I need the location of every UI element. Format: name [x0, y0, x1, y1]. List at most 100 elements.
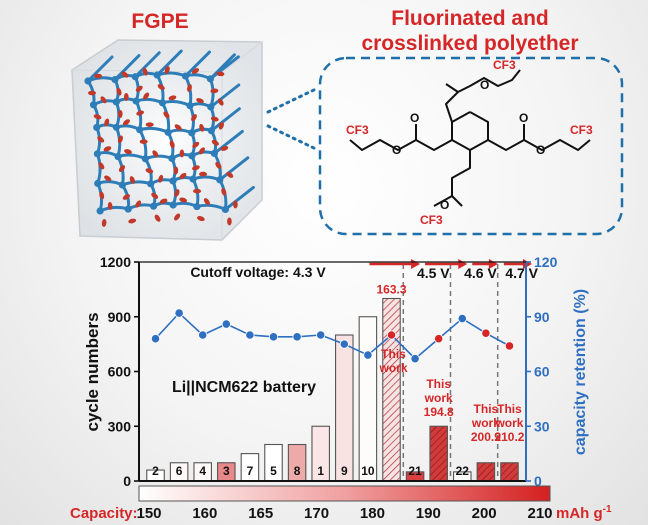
fluorine-dot: [99, 191, 105, 200]
fluorine-dot: [135, 200, 142, 208]
y-axis-right-label: capacity retention (%): [572, 289, 589, 455]
cf3-label-left: CF3: [346, 123, 369, 137]
this-work-value-label: 163.3: [376, 283, 406, 297]
fluorine-dot: [142, 67, 148, 76]
network-node: [132, 97, 140, 105]
fluorine-dot: [107, 201, 113, 210]
network-node: [124, 205, 132, 213]
fluorine-dot: [145, 122, 154, 127]
fluorine-dot: [158, 174, 164, 183]
fluorine-dot: [218, 121, 224, 130]
retention-point: [504, 341, 515, 351]
structure-frame: [318, 56, 624, 236]
fluorine-dot: [199, 123, 205, 132]
fluorine-dot: [179, 149, 185, 158]
retention-point: [316, 330, 326, 340]
network-strand: [133, 51, 161, 79]
colorbar-unit-sup: -1: [603, 504, 612, 515]
fluorine-dot: [221, 188, 227, 196]
retention-point: [221, 319, 231, 329]
y-tick-label-right: 120: [534, 254, 558, 270]
oxygen-label-1: O: [480, 78, 489, 92]
cf3-label-right: CF3: [570, 123, 593, 137]
fluorine-dot: [216, 71, 225, 77]
structure-title-line1: Fluorinated and: [391, 7, 549, 30]
y-tick-label-left: 900: [108, 309, 132, 325]
dotted-connector: [266, 86, 320, 152]
fluorine-dot: [226, 171, 234, 178]
voltage-label: 4.6 V: [464, 265, 497, 281]
fluorine-dot: [103, 146, 112, 152]
network-node: [149, 202, 158, 210]
retention-point: [386, 330, 397, 340]
fluorine-dot: [192, 165, 200, 171]
colorbar-tick-label: 200: [472, 505, 497, 522]
voltage-label: 4.7 V: [505, 265, 538, 281]
bar-ref-label: 3: [223, 464, 230, 478]
this-work-value-label: 200.9: [471, 430, 501, 444]
y-tick-label-left: 0: [123, 473, 131, 489]
oxygen-label-6: O: [440, 198, 449, 212]
network-node: [188, 152, 196, 160]
battery-label: Li||NCM622 battery: [172, 379, 316, 396]
retention-point: [457, 313, 467, 324]
network-node: [114, 152, 122, 161]
fluorine-dot: [117, 135, 123, 144]
this-work-value-label: 194.8: [424, 405, 454, 419]
this-work-label: This: [426, 377, 451, 391]
colorbar-tick-label: 170: [304, 505, 329, 522]
network-node: [164, 128, 172, 136]
this-work-label: work: [494, 416, 523, 430]
fluorine-dot: [197, 216, 205, 222]
fluorine-dot: [98, 162, 105, 170]
colorbar-tick-label: 180: [360, 505, 385, 522]
network-node: [158, 99, 167, 107]
fluorine-dot: [116, 87, 122, 96]
this-work-value-label: 210.2: [494, 430, 524, 444]
network-node: [193, 202, 201, 211]
bar-ref-label: 21: [408, 464, 422, 478]
fluorine-dot: [198, 147, 205, 155]
network-node: [112, 123, 121, 131]
bar-ref-label: 5: [270, 464, 277, 478]
network-strand: [113, 54, 141, 82]
network-node: [168, 154, 176, 163]
retention-line: [154, 311, 510, 360]
network-node: [136, 126, 144, 134]
network-strand: [212, 129, 244, 155]
voltage-label: 4.5 V: [417, 265, 450, 281]
network-node: [112, 98, 120, 106]
network-node: [207, 103, 215, 111]
colorbar-gradient: [138, 485, 551, 502]
network-strand: [155, 49, 183, 77]
bar-ref-label: 10: [361, 464, 375, 478]
fluorine-dot: [139, 139, 148, 144]
network-node: [94, 179, 102, 188]
fluorine-dot: [124, 149, 132, 155]
network-strand: [209, 83, 241, 109]
network-node: [141, 155, 149, 163]
structure-labels: CF3 CF3 CF3 CF3 O O O O O O: [346, 58, 593, 227]
network-node: [169, 177, 177, 185]
fluorine-dot: [196, 98, 204, 104]
fluorine-dot: [199, 171, 208, 177]
fgpe-label: FGPE: [131, 10, 188, 33]
this-work-label: This: [474, 402, 499, 416]
cf3-label-top: CF3: [493, 58, 516, 72]
this-work-label: This: [497, 402, 522, 416]
fluorine-dot: [169, 140, 175, 149]
fluorine-dot: [122, 119, 130, 126]
network-node: [189, 175, 197, 183]
colorbar-label: Capacity:: [70, 505, 138, 522]
bar-ref-label: 22: [456, 464, 470, 478]
network-node: [84, 77, 92, 85]
fluorine-dot: [187, 84, 192, 92]
retention-point: [174, 308, 184, 318]
fluorine-dot: [164, 66, 170, 74]
retention-point: [434, 334, 444, 344]
fluorine-dot: [94, 73, 102, 79]
fluorine-dot: [210, 88, 219, 94]
colorbar-tick-label: 160: [192, 505, 217, 522]
fluorine-dot: [104, 118, 110, 127]
retention-point: [339, 339, 349, 349]
